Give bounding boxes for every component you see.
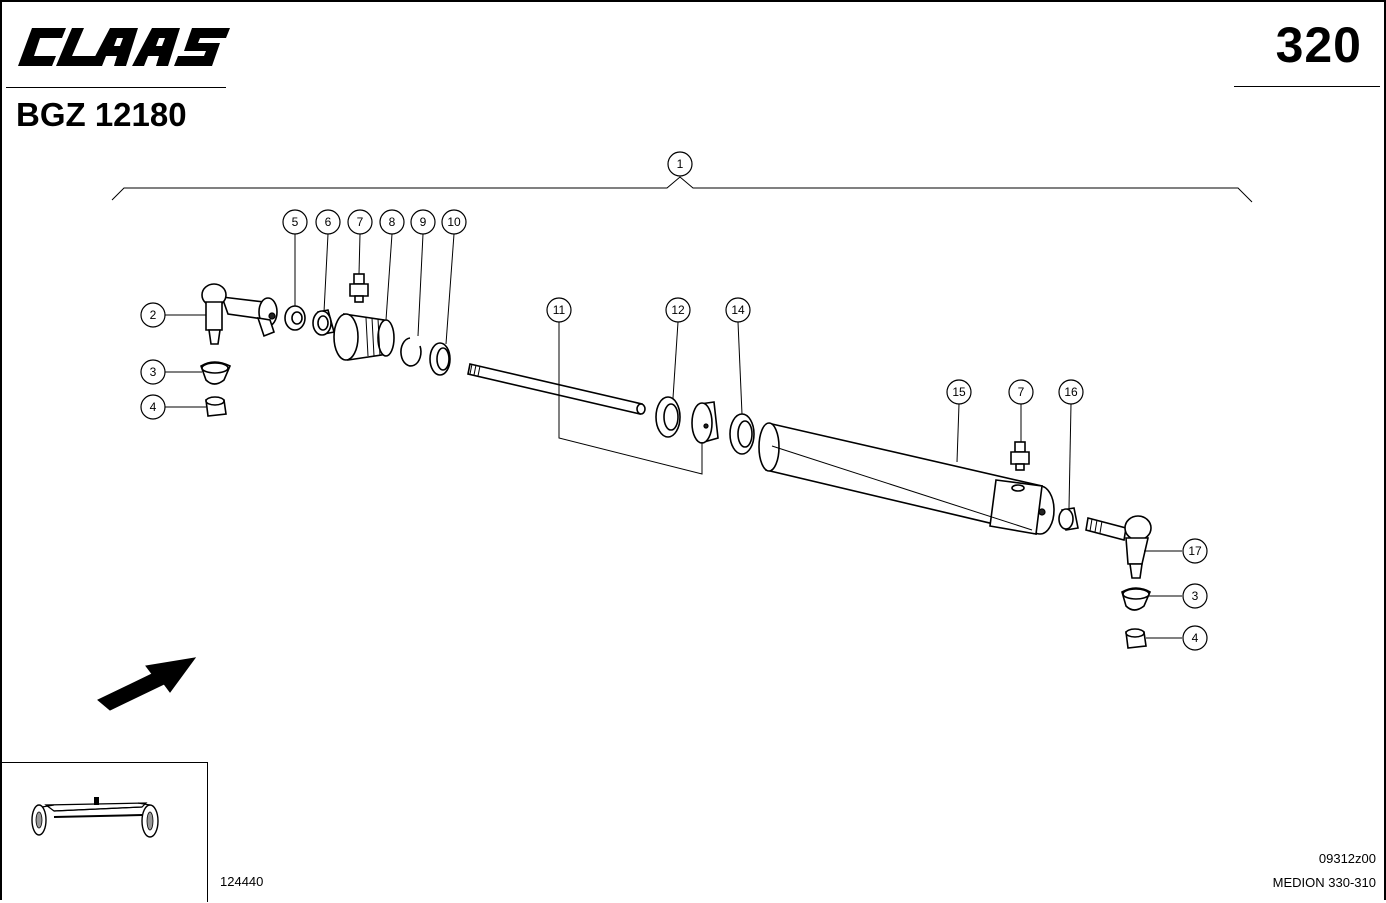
callout-1: 1 — [667, 151, 693, 177]
header-rule-left — [6, 87, 226, 88]
svg-text:8: 8 — [389, 215, 396, 229]
svg-text:5: 5 — [292, 215, 299, 229]
circlip-9 — [400, 337, 422, 367]
cylinder-tube-15 — [758, 422, 1055, 535]
assembly-bracket — [111, 176, 1253, 203]
locator-thumbnail — [2, 762, 208, 902]
svg-text:15: 15 — [952, 385, 966, 399]
page-number: 320 — [1275, 17, 1362, 73]
model-reference: MEDION 330-310 — [1272, 875, 1376, 890]
bushing-6 — [312, 309, 335, 336]
grease-nipple-lower — [1010, 441, 1030, 471]
grease-nipple-upper — [349, 273, 369, 303]
svg-text:14: 14 — [731, 303, 745, 317]
svg-text:4: 4 — [1192, 631, 1199, 645]
callout-7-upper: 7 — [347, 209, 373, 235]
callout-7-lower: 7 — [1008, 379, 1034, 405]
svg-text:12: 12 — [671, 303, 685, 317]
header-rule-right — [1234, 86, 1380, 87]
callout-5: 5 — [282, 209, 308, 235]
svg-text:17: 17 — [1188, 544, 1202, 558]
svg-text:9: 9 — [420, 215, 427, 229]
callout-9: 9 — [410, 209, 436, 235]
callout-4-right: 4 — [1182, 625, 1208, 651]
callout-10: 10 — [441, 209, 467, 235]
assembly-code: BGZ 12180 — [16, 96, 187, 133]
svg-text:4: 4 — [150, 400, 157, 414]
svg-text:6: 6 — [325, 215, 332, 229]
cylinder-head-8 — [333, 313, 395, 361]
callout-4-left: 4 — [140, 394, 166, 420]
washer-nut-right — [1121, 587, 1152, 649]
reference-code: 09312z00 — [1318, 851, 1376, 866]
piston — [691, 401, 719, 444]
callout-3-right: 3 — [1182, 583, 1208, 609]
svg-text:7: 7 — [357, 215, 364, 229]
callout-12: 12 — [665, 297, 691, 323]
washer-nut-left — [200, 361, 232, 417]
callout-15: 15 — [946, 379, 972, 405]
callout-11: 11 — [546, 297, 572, 323]
callout-6: 6 — [315, 209, 341, 235]
svg-text:3: 3 — [150, 365, 157, 379]
callout-16: 16 — [1058, 379, 1084, 405]
svg-text:7: 7 — [1018, 385, 1025, 399]
piston-rod-11 — [467, 363, 646, 415]
callout-3-left: 3 — [140, 359, 166, 385]
callout-17: 17 — [1182, 538, 1208, 564]
svg-text:16: 16 — [1064, 385, 1078, 399]
drawing-number: 124440 — [220, 874, 264, 889]
direction-arrow-icon — [97, 657, 197, 711]
axle-thumbnail-icon — [31, 797, 159, 838]
svg-text:3: 3 — [1192, 589, 1199, 603]
svg-text:1: 1 — [677, 157, 684, 171]
nut-16 — [1058, 507, 1079, 531]
svg-text:10: 10 — [447, 215, 461, 229]
claas-logo — [18, 28, 230, 66]
callout-8: 8 — [379, 209, 405, 235]
svg-text:2: 2 — [150, 308, 157, 322]
tie-rod-end-right — [1085, 515, 1152, 579]
callout-14: 14 — [725, 297, 751, 323]
svg-text:11: 11 — [553, 303, 566, 317]
callout-2: 2 — [140, 302, 166, 328]
tie-rod-end-left — [201, 283, 278, 345]
